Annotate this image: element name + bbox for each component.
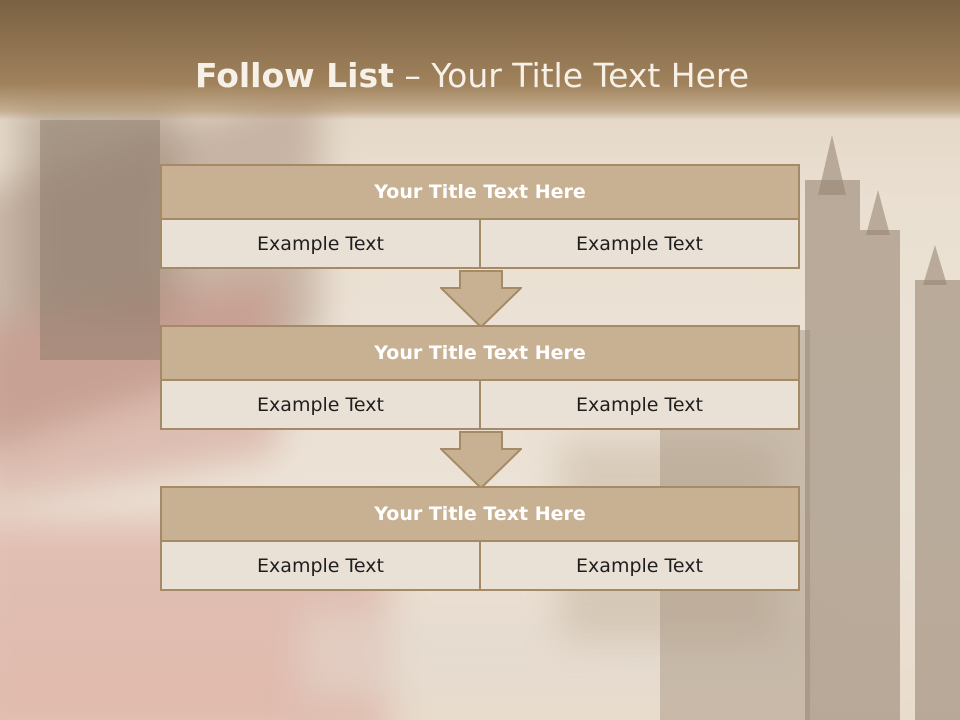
down-arrow-icon bbox=[440, 431, 522, 489]
block-row: Example Text Example Text bbox=[160, 381, 800, 430]
block-row: Example Text Example Text bbox=[160, 542, 800, 591]
block-cell-left: Example Text bbox=[160, 220, 481, 269]
block-cell-left: Example Text bbox=[160, 381, 481, 430]
block-row: Example Text Example Text bbox=[160, 220, 800, 269]
block-cell-right: Example Text bbox=[481, 542, 800, 591]
slide-title: Follow List – Your Title Text Here bbox=[0, 56, 944, 95]
block-heading: Your Title Text Here bbox=[160, 486, 800, 542]
list-block-2: Your Title Text Here Example Text Exampl… bbox=[160, 325, 800, 430]
list-block-3: Your Title Text Here Example Text Exampl… bbox=[160, 486, 800, 591]
slide-title-rest: – Your Title Text Here bbox=[393, 56, 750, 95]
block-cell-right: Example Text bbox=[481, 220, 800, 269]
block-heading: Your Title Text Here bbox=[160, 164, 800, 220]
block-cell-left: Example Text bbox=[160, 542, 481, 591]
slide-title-bold: Follow List bbox=[194, 56, 394, 95]
block-heading: Your Title Text Here bbox=[160, 325, 800, 381]
block-cell-right: Example Text bbox=[481, 381, 800, 430]
title-band bbox=[0, 0, 960, 120]
down-arrow-icon bbox=[440, 270, 522, 328]
list-block-1: Your Title Text Here Example Text Exampl… bbox=[160, 164, 800, 269]
